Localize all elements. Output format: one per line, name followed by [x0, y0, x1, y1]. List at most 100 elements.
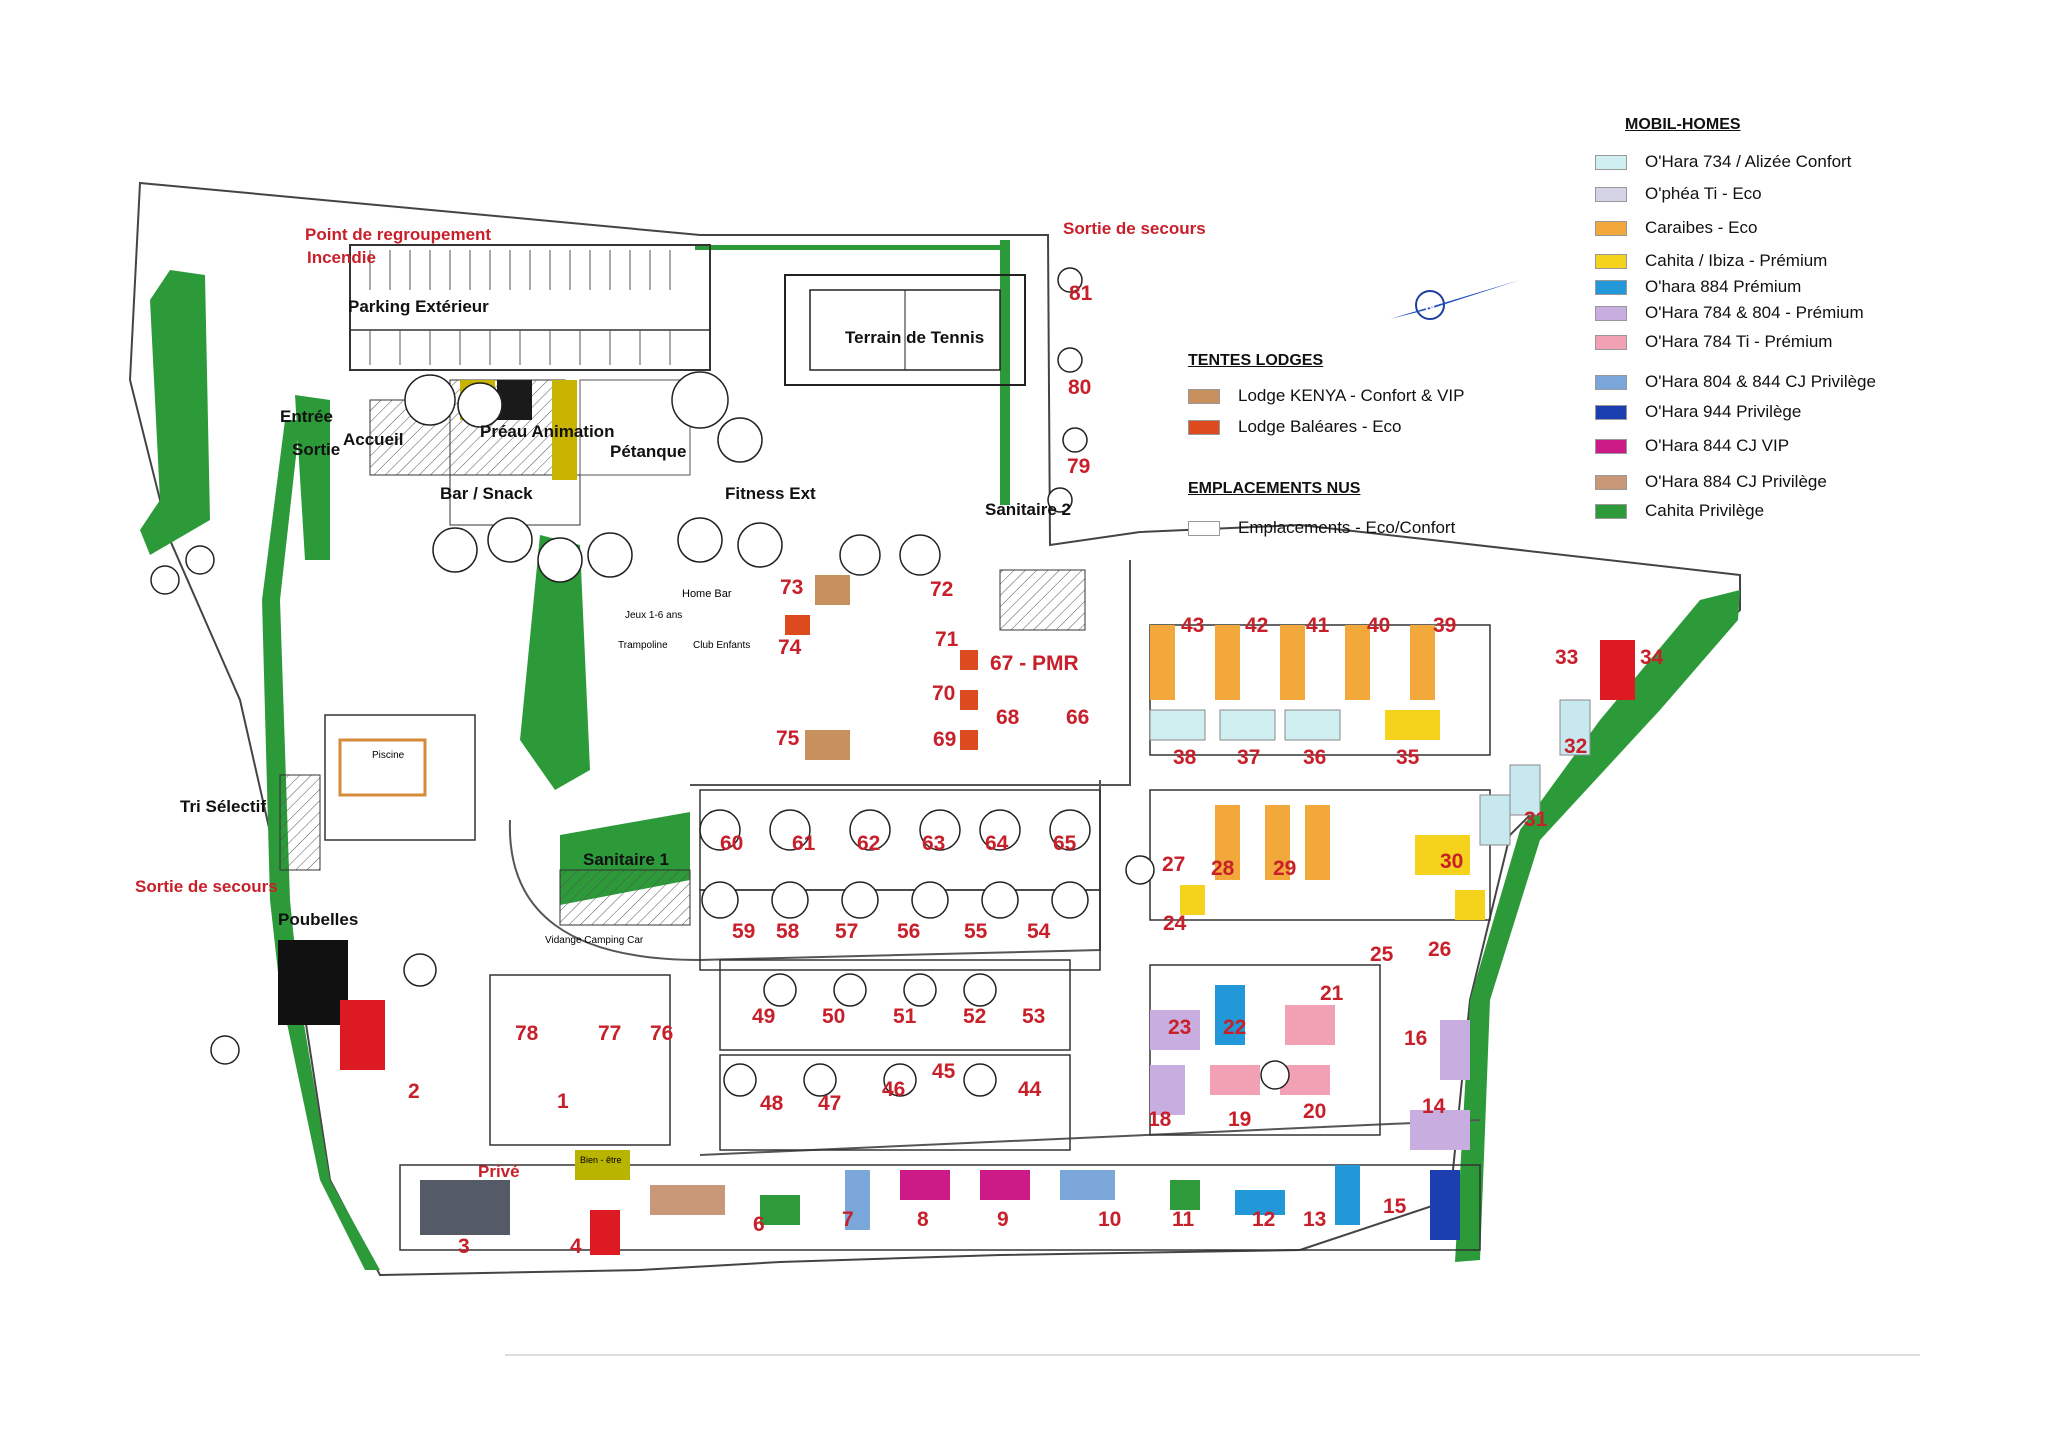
hedge [520, 535, 590, 790]
plot-number[interactable]: 73 [780, 576, 804, 599]
plot-number[interactable]: 6 [753, 1213, 765, 1236]
plot-number[interactable]: 49 [752, 1005, 776, 1028]
plot-number[interactable]: 23 [1168, 1016, 1192, 1039]
plot-number[interactable]: 61 [792, 832, 816, 855]
plot-number[interactable]: 34 [1640, 646, 1664, 669]
plot-number[interactable]: 3 [458, 1235, 470, 1258]
plot-number[interactable]: 58 [776, 920, 800, 943]
hedge [1455, 590, 1740, 1262]
legend-swatch [1595, 305, 1627, 321]
plot-number[interactable]: 60 [720, 832, 744, 855]
plot-number[interactable]: 10 [1098, 1208, 1122, 1231]
legend-label: Cahita / Ibiza - Prémium [1645, 251, 1828, 270]
prive-label: Privé [478, 1162, 520, 1181]
plot-number[interactable]: 31 [1524, 808, 1548, 831]
plot-number[interactable]: 78 [515, 1022, 539, 1045]
plot-number[interactable]: 80 [1068, 376, 1092, 399]
plot-number[interactable]: 72 [930, 578, 954, 601]
plot-number[interactable]: 63 [922, 832, 946, 855]
internal-road [508, 780, 1101, 962]
plot-number[interactable]: 55 [964, 920, 988, 943]
plot-number[interactable]: 68 [996, 706, 1020, 729]
plot-number[interactable]: 62 [857, 832, 881, 855]
fitness-label: Fitness Ext [725, 484, 816, 503]
plot-number[interactable]: 47 [818, 1092, 842, 1115]
legend-item: O'Hara 784 Ti - Prémium [1595, 332, 1832, 352]
plot-number[interactable]: 76 [650, 1022, 674, 1045]
plot-number[interactable]: 30 [1440, 850, 1464, 873]
plot-number[interactable]: 71 [935, 628, 959, 651]
plot-number[interactable]: 27 [1162, 853, 1186, 876]
plot-number[interactable]: 69 [933, 728, 957, 751]
plot-number[interactable]: 51 [893, 1005, 917, 1028]
plot-number[interactable]: 18 [1148, 1108, 1172, 1131]
plot-number[interactable]: 7 [842, 1208, 854, 1231]
plot-number[interactable]: 8 [917, 1208, 929, 1231]
plot-number[interactable]: 11 [1172, 1208, 1195, 1231]
plot-number[interactable]: 15 [1383, 1195, 1407, 1218]
plot-number[interactable]: 52 [963, 1005, 987, 1028]
legend-swatch [1595, 438, 1627, 454]
plot-number[interactable]: 9 [997, 1208, 1009, 1231]
plot-number[interactable]: 2 [408, 1080, 420, 1103]
plot-number[interactable]: 21 [1320, 982, 1344, 1005]
vidange-label: Vidange Camping Car [545, 935, 644, 946]
plot-number[interactable]: 4 [570, 1235, 582, 1258]
plot-number[interactable]: 16 [1404, 1027, 1428, 1050]
plot-number[interactable]: 35 [1396, 746, 1420, 769]
plot-number[interactable]: 29 [1273, 857, 1297, 880]
plot-number[interactable]: 1 [557, 1090, 569, 1113]
tri-building [279, 774, 321, 871]
lodges-title: TENTES LODGES [1188, 352, 1324, 369]
plot-number[interactable]: 66 [1066, 706, 1090, 729]
plot-number[interactable]: 77 [598, 1022, 622, 1045]
plot-number[interactable]: 64 [985, 832, 1009, 855]
plot-number[interactable]: 59 [732, 920, 756, 943]
plot-number[interactable]: 13 [1303, 1208, 1327, 1231]
preau-black [497, 380, 532, 420]
plot-number[interactable]: 45 [932, 1060, 956, 1083]
plot-number[interactable]: 20 [1303, 1100, 1327, 1123]
plot-number[interactable]: 26 [1428, 938, 1452, 961]
plot-number[interactable]: 38 [1173, 746, 1197, 769]
plot-number[interactable]: 39 [1433, 614, 1457, 637]
plot-number[interactable]: 50 [822, 1005, 846, 1028]
plot-number[interactable]: 25 [1370, 943, 1394, 966]
legend-swatch [1188, 419, 1220, 435]
plot-number[interactable]: 53 [1022, 1005, 1046, 1028]
plot-number[interactable]: 75 [776, 727, 800, 750]
legend-label: O'Hara 884 CJ Privilège [1645, 472, 1827, 491]
plot-number[interactable]: 46 [882, 1078, 906, 1101]
plot-number[interactable]: 37 [1237, 746, 1261, 769]
plot-number[interactable]: 19 [1228, 1108, 1252, 1131]
legend-swatch [1595, 374, 1627, 390]
plot-number[interactable]: 24 [1163, 912, 1187, 935]
plot-number[interactable]: 48 [760, 1092, 784, 1115]
plot-number[interactable]: 36 [1303, 746, 1327, 769]
plot-number[interactable]: 12 [1252, 1208, 1276, 1231]
plot-number[interactable]: 28 [1211, 857, 1235, 880]
plot-number[interactable]: 56 [897, 920, 921, 943]
legend-swatch [1595, 186, 1627, 202]
plot-number[interactable]: 65 [1053, 832, 1077, 855]
plot-number[interactable]: 44 [1018, 1078, 1042, 1101]
plot-number[interactable]: 14 [1422, 1095, 1446, 1118]
plot-number[interactable]: 41 [1306, 614, 1330, 637]
plot-number[interactable]: 42 [1245, 614, 1269, 637]
plot-number[interactable]: 79 [1067, 455, 1091, 478]
plot-number[interactable]: 74 [778, 636, 802, 659]
plot-number[interactable]: 43 [1181, 614, 1205, 637]
mobil-homes [340, 575, 1635, 1255]
legend-item: Cahita / Ibiza - Prémium [1595, 251, 1827, 271]
plot-number[interactable]: 33 [1555, 646, 1579, 669]
plot-number[interactable]: 22 [1223, 1016, 1247, 1039]
sortie-secours-left-label: Sortie de secours [135, 877, 278, 896]
plot-number[interactable]: 54 [1027, 920, 1051, 943]
plot-number[interactable]: 32 [1564, 735, 1588, 758]
plot-number[interactable]: 57 [835, 920, 859, 943]
plot-number[interactable]: 40 [1367, 614, 1391, 637]
legend-item: Lodge Baléares - Eco [1188, 417, 1402, 437]
legend-label: O'Hara 844 CJ VIP [1645, 436, 1790, 455]
plot-number[interactable]: 70 [932, 682, 956, 705]
plot-number[interactable]: 81 [1069, 282, 1093, 305]
